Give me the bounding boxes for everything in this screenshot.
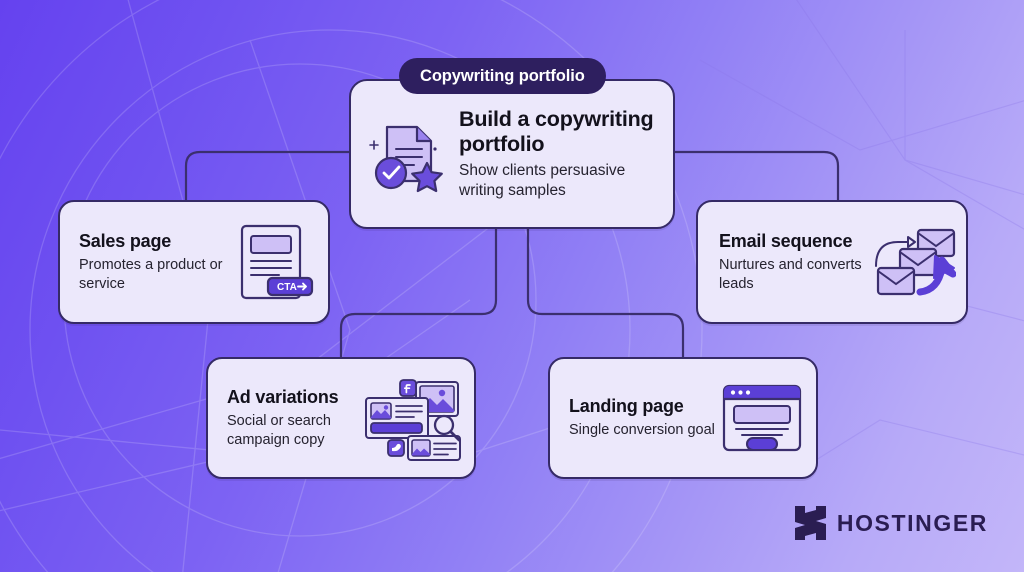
card-title: Ad variations: [227, 386, 339, 407]
card-description: Single conversion goal: [569, 422, 715, 439]
browser-window-button-icon: [722, 384, 802, 452]
ad-cards-search-icon: [365, 379, 461, 461]
card-description: Promotes a product or service: [79, 256, 223, 292]
hostinger-logo: HOSTINGER: [794, 506, 988, 540]
cta-label: CTA: [277, 282, 297, 293]
card-ad-variations[interactable]: Ad variations Social or search campaign …: [206, 357, 476, 479]
card-title: Sales page: [79, 230, 172, 251]
card-description: Show clients persuasive writing samples: [459, 162, 626, 199]
email-stack-arrow-icon: [875, 228, 956, 296]
card-title: Landing page: [569, 396, 684, 417]
sales-page-cta-icon: CTA: [240, 224, 314, 300]
hostinger-wordmark: HOSTINGER: [836, 509, 988, 536]
document-check-star-icon: [369, 125, 443, 193]
card-landing-page[interactable]: Landing page Single conversion goal: [548, 357, 818, 479]
card-title: Email sequence: [719, 230, 853, 251]
card-description: Nurtures and converts leads: [719, 256, 862, 292]
hostinger-h-icon: [794, 506, 826, 540]
card-build-copywriting-portfolio[interactable]: Build a copywriting portfolio Show clien…: [349, 79, 675, 229]
card-email-sequence[interactable]: Email sequence Nurtures and converts lea…: [696, 200, 968, 324]
card-sales-page[interactable]: Sales page Promotes a product or service…: [58, 200, 330, 324]
badge-copywriting-portfolio: Copywriting portfolio: [399, 58, 606, 94]
badge-label: Copywriting portfolio: [420, 66, 585, 85]
card-description: Social or search campaign copy: [227, 412, 331, 448]
card-title: Build a copywriting portfolio: [459, 107, 654, 156]
